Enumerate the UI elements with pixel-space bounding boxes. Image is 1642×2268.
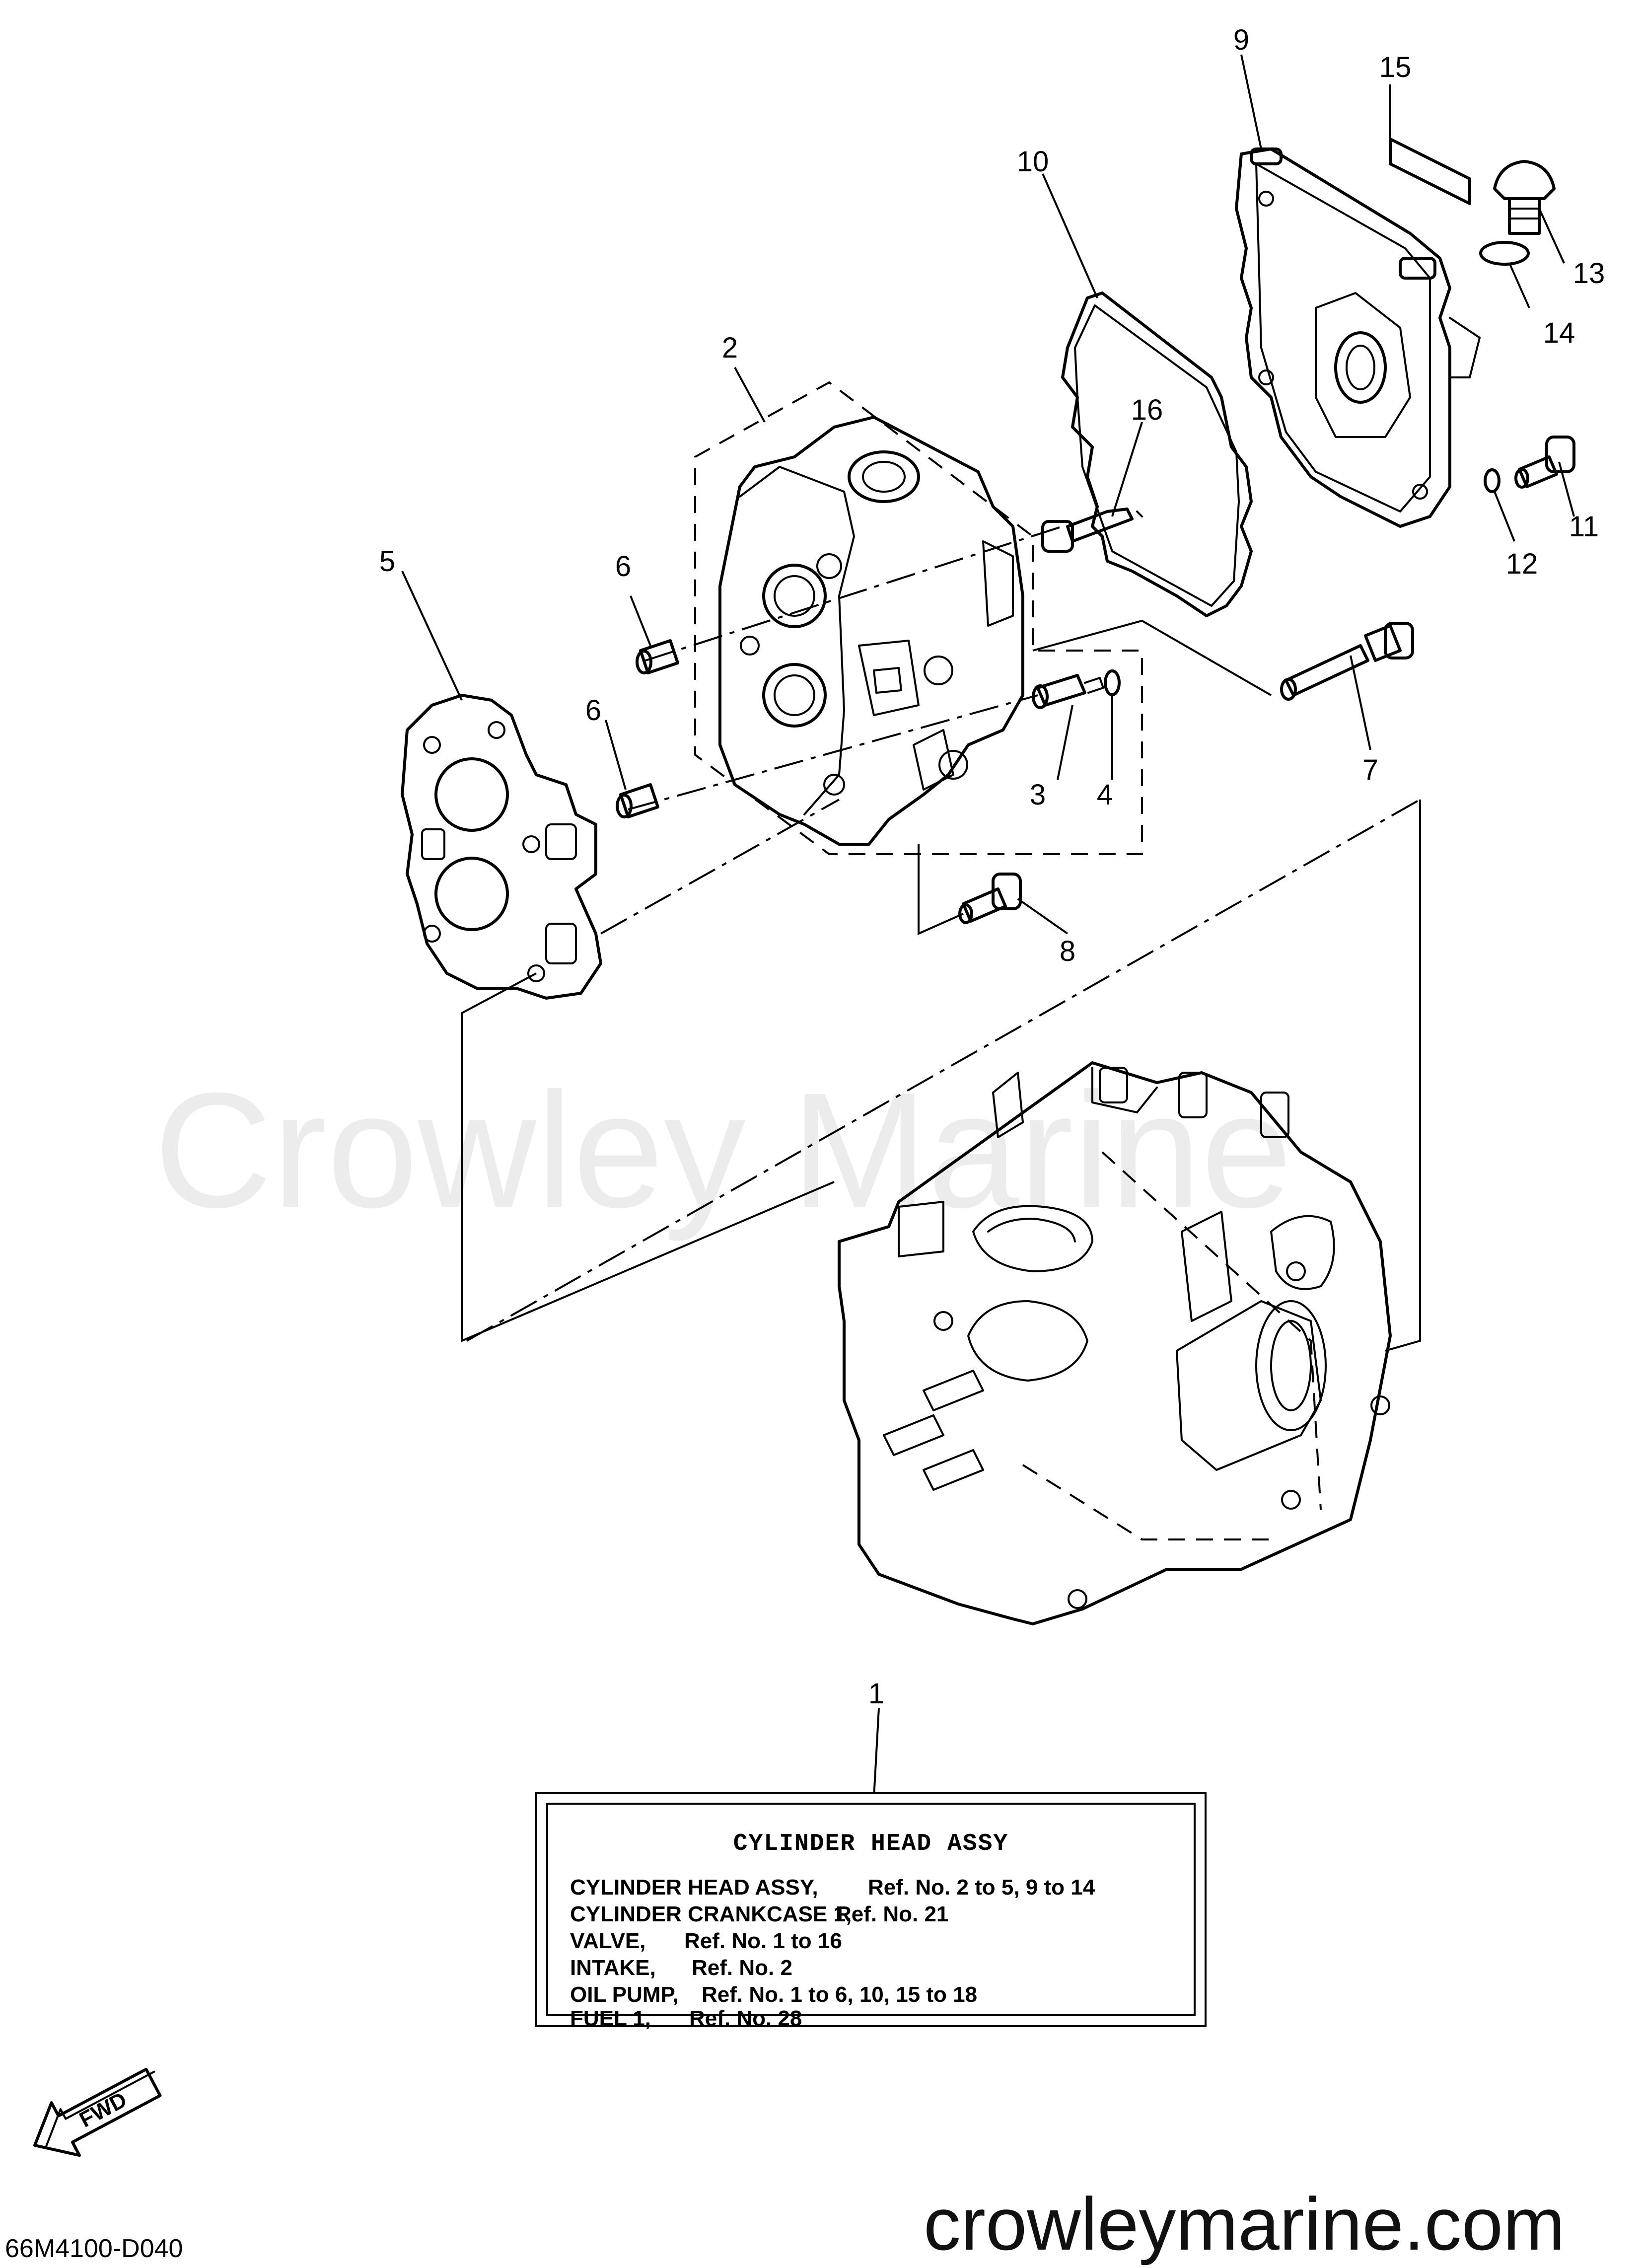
callout-15: 15 [1379,51,1412,83]
fwd-arrow-icon: FWD [33,2067,162,2157]
cylinder-block-drawing [838,1061,1392,1625]
info-row-name: FUEL 1, [570,2006,651,2031]
info-row-ref: Ref. No. 1 to 6, 10, 15 to 18 [702,1982,978,2007]
info-row: CYLINDER CRANKCASE 1,Ref. No. 21 [570,1902,948,1927]
plug-3-drawing [1032,674,1104,709]
callout-3: 3 [1030,779,1046,811]
website-text: crowleymarine.com [924,2182,1565,2266]
info-row-ref: Ref. No. 2 [692,1956,792,1980]
info-row-name: CYLINDER CRANKCASE 1, [570,1902,852,1926]
info-row-name: INTAKE, [570,1956,656,1980]
assembly-lines [461,525,1421,1352]
bolt-7-drawing [1280,622,1414,701]
o-ring-14-drawing [1479,241,1530,266]
info-row: OIL PUMP, Ref. No. 1 to 6, 10, 15 to 18 [570,1982,977,2007]
callout-leaders [401,54,1575,1798]
info-row-name: CYLINDER HEAD ASSY, [570,1875,818,1900]
callout-4: 4 [1097,779,1113,811]
info-row: VALVE, Ref. No. 1 to 16 [570,1929,842,1954]
info-row-ref: Ref. No. 1 to 16 [684,1929,842,1953]
info-box-frame: CYLINDER HEAD ASSY CYLINDER HEAD ASSY, Re… [546,1803,1196,2031]
watermark-text: Crowley Marine [154,1058,1292,1243]
valve-cover-drawing [1235,147,1481,528]
label-15-drawing [1389,138,1471,205]
info-row: INTAKE, Ref. No. 2 [570,1956,792,1980]
dowel-pins-drawing [616,639,679,818]
callout-6-lower: 6 [585,694,601,727]
callout-13: 13 [1573,257,1605,290]
callout-2: 2 [722,332,738,364]
bolt-11-drawing [1514,436,1575,489]
diagram-code: 66M4100-D040 [5,2234,183,2263]
info-box: CYLINDER HEAD ASSY CYLINDER HEAD ASSY, Re… [535,1792,1207,2031]
cover-gasket-drawing [1061,292,1253,617]
callout-5: 5 [379,545,395,578]
info-row: FUEL 1, Ref. No. 28 [570,2006,802,2031]
head-gasket-drawing [401,694,602,1000]
cylinder-head-drawing [694,381,1143,855]
callout-16: 16 [1131,394,1163,426]
callout-6-upper: 6 [615,550,631,583]
washer-12-drawing [1484,468,1500,493]
info-row-ref: Ref. No. 2 to 5, 9 to 14 [868,1875,1095,1900]
info-row-name: OIL PUMP, [570,1982,679,2007]
washer-4-drawing [1104,669,1121,696]
callout-14: 14 [1543,317,1575,349]
callout-8: 8 [1060,935,1075,967]
callout-9: 9 [1233,24,1249,56]
callout-labels: 1 2 3 4 5 6 6 7 8 9 10 11 12 13 14 15 16 [379,24,1605,1710]
info-box-title: CYLINDER HEAD ASSY [733,1830,1009,1857]
info-row-name: VALVE, [570,1929,646,1953]
callout-1: 1 [868,1678,884,1710]
info-row-ref: Ref. No. 21 [836,1902,949,1926]
bolt-8-drawing [958,873,1022,924]
info-row: CYLINDER HEAD ASSY, Ref. No. 2 to 5, 9 to… [570,1875,1095,1900]
callout-10: 10 [1017,146,1049,178]
filler-cap-13-drawing [1493,160,1556,235]
callout-12: 12 [1506,548,1538,580]
plug-16-drawing [1041,508,1143,553]
info-row-ref: Ref. No. 28 [689,2006,802,2031]
callout-7: 7 [1362,754,1378,786]
callout-11: 11 [1569,511,1599,543]
